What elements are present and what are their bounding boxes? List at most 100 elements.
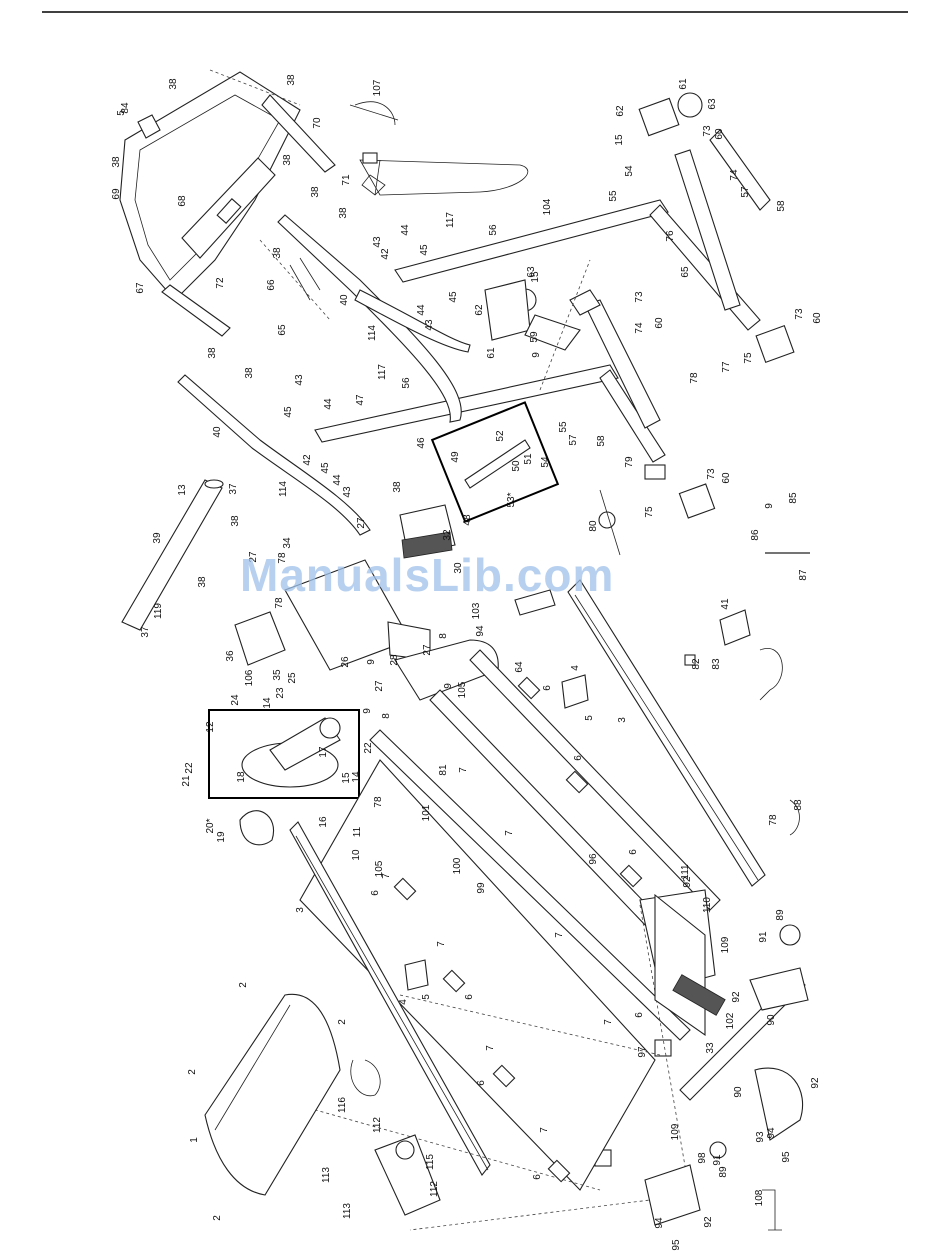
part-label-75: 75: [743, 352, 754, 364]
part-label-78: 78: [689, 372, 700, 384]
part-label-58: 58: [776, 200, 787, 212]
part-label-28: 28: [389, 654, 400, 666]
part-label-72: 72: [215, 277, 226, 289]
part-label-1: 1: [189, 1137, 200, 1143]
part-label-38: 38: [207, 347, 218, 359]
part-label-113: 113: [342, 1203, 353, 1219]
part-label-38: 38: [111, 156, 122, 168]
part-label-7: 7: [504, 830, 515, 836]
part-label-38: 38: [392, 481, 403, 493]
part-label-8: 8: [381, 713, 392, 719]
part-label-35: 35: [272, 669, 283, 681]
part-label-85: 85: [788, 492, 799, 504]
part-label-38: 38: [272, 247, 283, 259]
part-label-38: 38: [244, 367, 255, 379]
part-label-54: 54: [624, 165, 635, 177]
part-label-38: 38: [286, 74, 297, 86]
part-label-20-star: 20*: [205, 818, 216, 833]
part-label-26: 26: [340, 656, 351, 668]
part-label-92: 92: [731, 991, 742, 1003]
part-label-38: 38: [338, 207, 349, 219]
part-label-81: 81: [438, 764, 449, 776]
part-number-labels: 1222233445556666666677777777889999910111…: [111, 74, 823, 1251]
part-label-51: 51: [523, 453, 534, 465]
part-label-50: 50: [511, 460, 522, 472]
part-label-40: 40: [339, 294, 350, 306]
part-label-15: 15: [341, 772, 352, 784]
part-label-116: 116: [337, 1097, 348, 1113]
part-label-73: 73: [706, 468, 717, 480]
part-label-48: 48: [462, 514, 473, 526]
part-label-114: 114: [367, 325, 378, 341]
part-label-71: 71: [341, 174, 352, 186]
part-label-93: 93: [755, 1131, 766, 1143]
part-label-39: 39: [152, 532, 163, 544]
part-label-38: 38: [168, 78, 179, 90]
part-label-43: 43: [372, 236, 383, 248]
part-label-9: 9: [366, 659, 377, 665]
part-label-73: 73: [702, 125, 713, 137]
part-label-119: 119: [153, 603, 164, 619]
part-label-4: 4: [398, 999, 409, 1005]
part-label-38: 38: [197, 576, 208, 588]
part-label-87: 87: [798, 569, 809, 581]
part-label-43: 43: [342, 486, 353, 498]
part-label-103: 103: [471, 602, 482, 619]
part-label-9: 9: [531, 352, 542, 358]
part-label-14: 14: [351, 771, 362, 783]
part-label-24: 24: [230, 694, 241, 706]
part-label-78: 78: [373, 796, 384, 808]
part-label-3: 3: [617, 717, 628, 723]
part-label-37: 37: [140, 626, 151, 638]
part-label-6: 6: [628, 849, 639, 855]
part-label-6: 6: [573, 755, 584, 761]
part-label-96: 96: [588, 853, 599, 865]
part-label-5: 5: [116, 110, 127, 116]
part-label-74: 74: [634, 322, 645, 334]
part-label-22: 22: [184, 762, 195, 774]
part-label-106: 106: [244, 669, 255, 686]
part-label-62: 62: [615, 105, 626, 117]
part-label-83: 83: [711, 658, 722, 670]
part-label-6: 6: [370, 890, 381, 896]
part-label-45: 45: [419, 244, 430, 256]
part-label-53-star: 53*: [506, 492, 517, 507]
part-label-84: 84: [120, 102, 131, 114]
part-label-15: 15: [614, 134, 625, 146]
part-label-57: 57: [568, 434, 579, 446]
part-label-89: 89: [718, 1166, 729, 1178]
part-label-63: 63: [526, 266, 537, 278]
roller-box: [430, 401, 560, 523]
part-label-86: 86: [750, 529, 761, 541]
part-label-43: 43: [294, 374, 305, 386]
part-label-63: 63: [707, 98, 718, 110]
part-label-60: 60: [812, 312, 823, 324]
part-label-70: 70: [312, 117, 323, 129]
part-label-80: 80: [588, 520, 599, 532]
hood: [204, 993, 341, 1196]
part-label-36: 36: [225, 650, 236, 662]
part-label-47: 47: [355, 394, 366, 406]
part-label-56: 56: [401, 377, 412, 389]
part-label-6: 6: [634, 1012, 645, 1018]
motor-box: [208, 709, 360, 799]
part-label-14: 14: [262, 697, 273, 709]
part-label-112: 112: [372, 1117, 383, 1133]
part-label-3: 3: [295, 907, 306, 913]
main-frame: [369, 639, 721, 1167]
part-label-94: 94: [654, 1217, 665, 1229]
part-label-60: 60: [654, 317, 665, 329]
rear-assembly: [644, 893, 809, 1226]
part-label-54: 54: [540, 456, 551, 468]
part-label-9: 9: [764, 503, 775, 509]
part-label-45: 45: [448, 291, 459, 303]
part-label-57: 57: [740, 186, 751, 198]
part-label-74: 74: [729, 169, 740, 181]
part-label-117: 117: [377, 364, 388, 380]
part-label-2: 2: [238, 982, 249, 988]
part-label-2: 2: [337, 1019, 348, 1025]
part-label-114: 114: [278, 481, 289, 497]
deck: [299, 759, 656, 1191]
part-label-78: 78: [768, 814, 779, 826]
